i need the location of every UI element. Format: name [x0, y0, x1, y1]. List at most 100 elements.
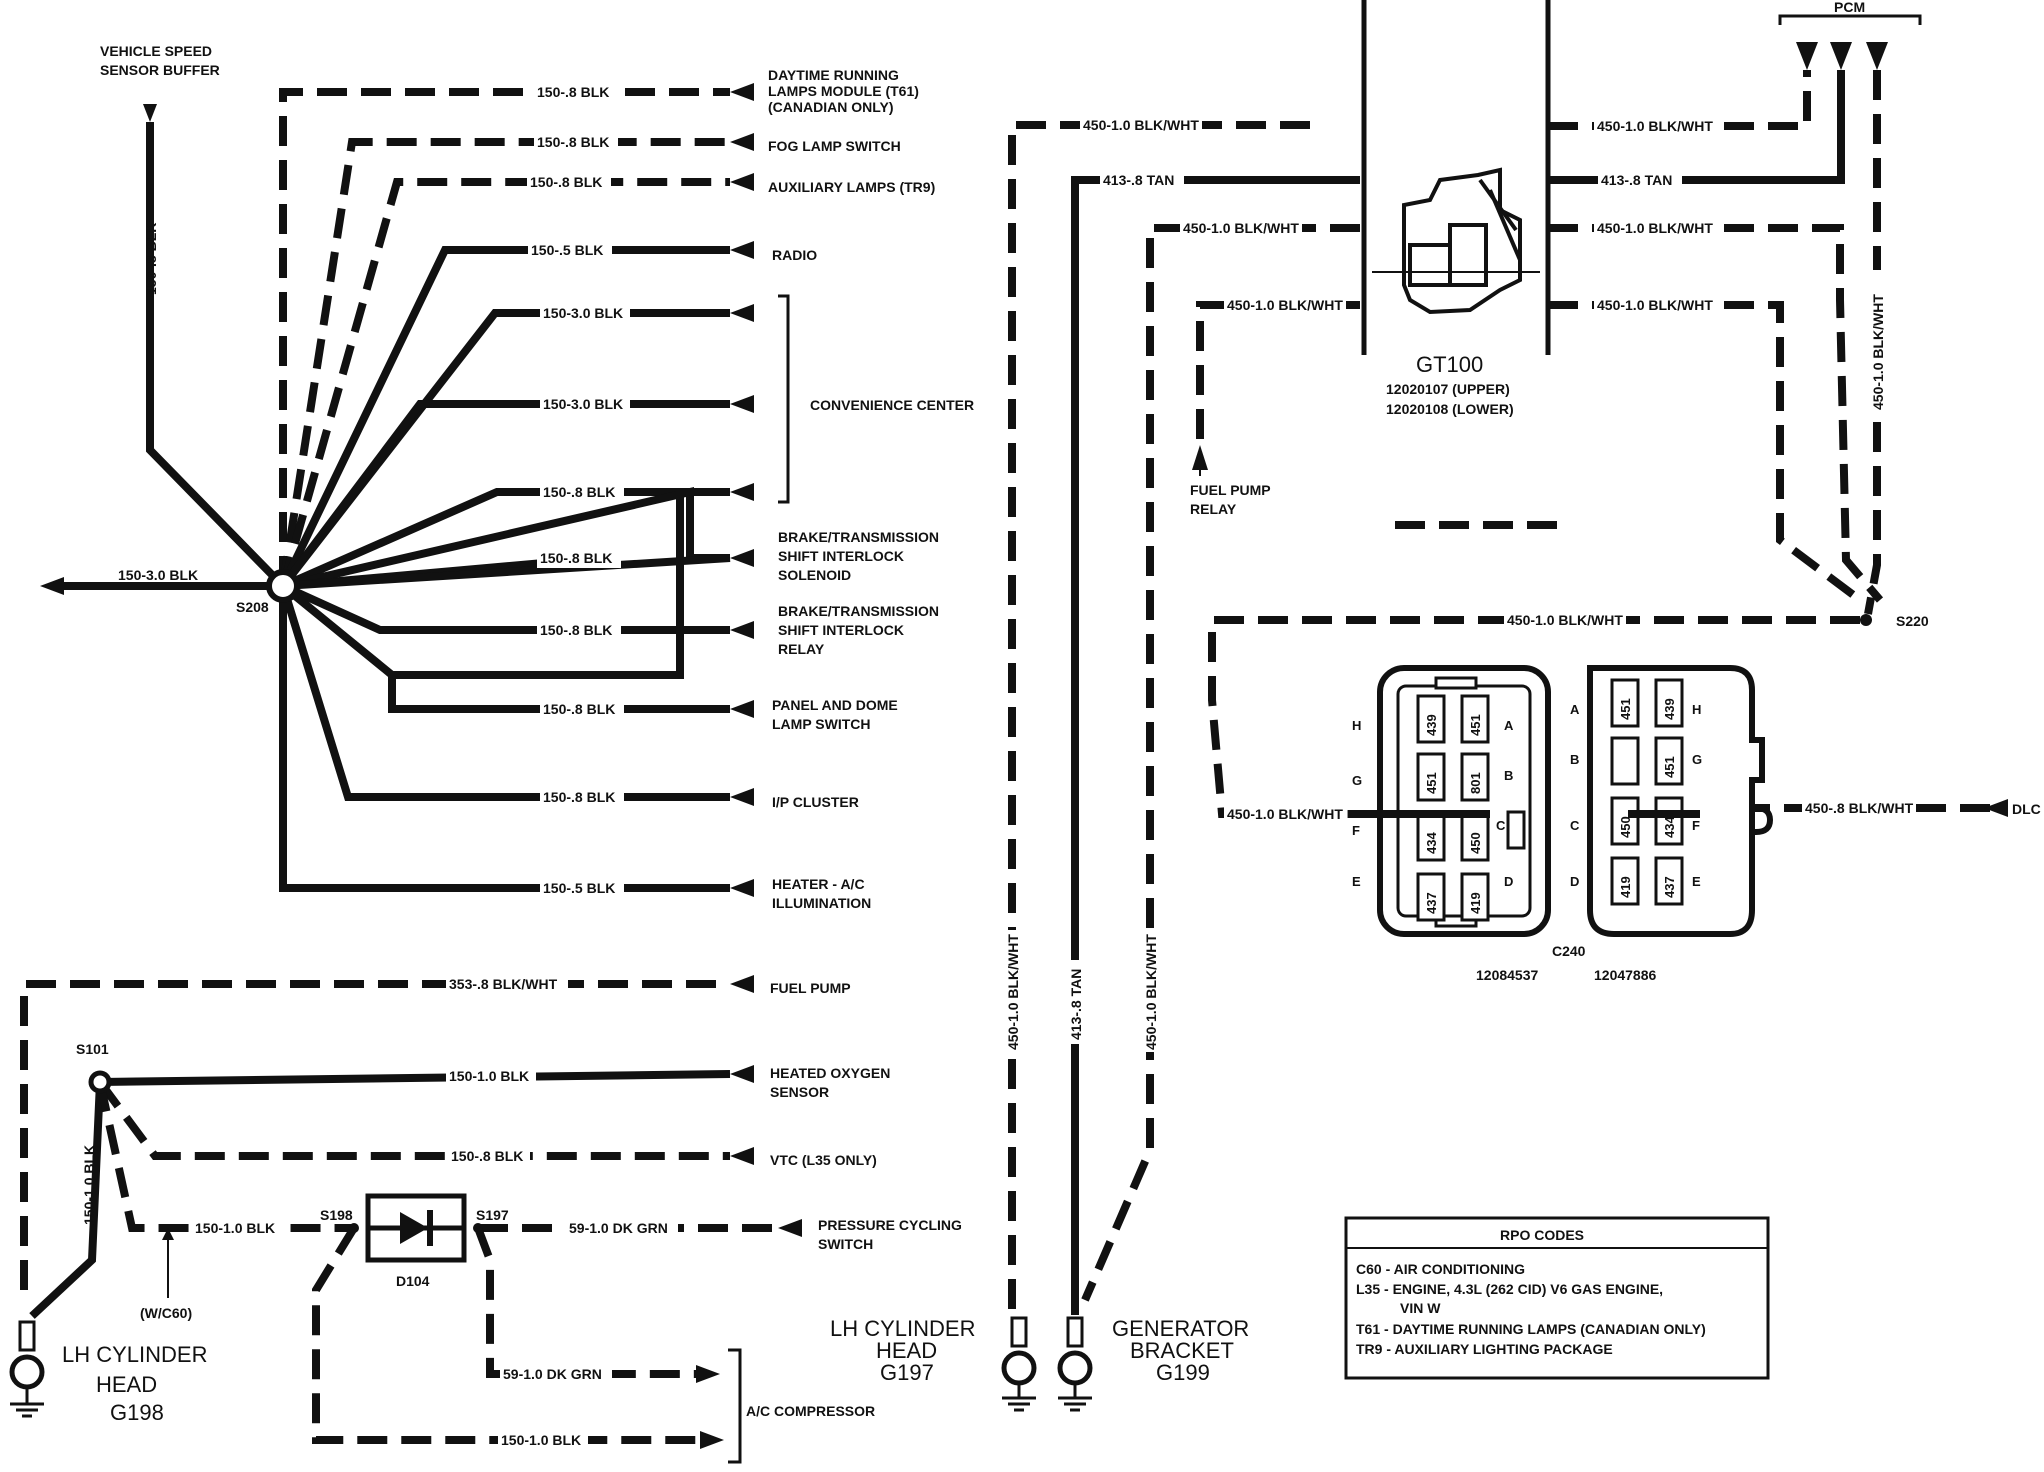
vert-450-a: 450-1.0 BLK/WHT — [1005, 934, 1021, 1050]
dest-panel-2: LAMP SWITCH — [772, 716, 871, 732]
fuel-pump-wire: 353-.8 BLK/WHT — [449, 976, 558, 992]
d104-label: D104 — [396, 1273, 430, 1289]
wire-r3: 450-1.0 BLK/WHT — [1597, 220, 1713, 236]
dest-sol-1: BRAKE/TRANSMISSION — [778, 529, 939, 545]
dest-drl-2: LAMPS MODULE (T61) — [768, 83, 919, 99]
gt100-label: GT100 — [1416, 352, 1483, 377]
main-out-wire-label: 150-3.0 BLK — [118, 567, 198, 583]
g198-ground-icon — [9, 1320, 45, 1418]
gt100-connector-icon — [1372, 167, 1540, 315]
pin-cavity — [1460, 694, 1490, 744]
rpo-line-0: C60 - AIR CONDITIONING — [1356, 1261, 1525, 1277]
dlc-wire: 450-.8 BLK/WHT — [1805, 800, 1914, 816]
s208-label: S208 — [236, 599, 269, 615]
pcm-arrow-3-icon — [1866, 42, 1888, 70]
circuit-11-wire: 150-.5 BLK — [543, 880, 615, 896]
pin-label: 434 — [1662, 816, 1677, 838]
dlc-arrow-icon — [1984, 799, 2008, 817]
pin-label: 451 — [1618, 698, 1633, 720]
rpo-line-3: T61 - DAYTIME RUNNING LAMPS (CANADIAN ON… — [1356, 1321, 1706, 1337]
pin-cavity — [1460, 752, 1490, 802]
pin-cavity — [1610, 856, 1640, 906]
left-row-e: E — [1352, 874, 1361, 889]
circuit-5-wire: 150-3.0 BLK — [543, 396, 623, 412]
right-row-b: B — [1570, 752, 1579, 767]
g199-ground-icon — [1057, 1316, 1093, 1412]
relay-label-2: RELAY — [1190, 501, 1237, 517]
dest-aux: AUXILIARY LAMPS (TR9) — [768, 179, 935, 195]
ho2s-label-1: HEATED OXYGEN — [770, 1065, 890, 1081]
left-col-c: C — [1496, 818, 1506, 833]
dest-sol-2: SHIFT INTERLOCK — [778, 548, 904, 564]
ac-wire-1: 59-1.0 DK GRN — [503, 1366, 602, 1382]
rpo-line-4: TR9 - AUXILIARY LIGHTING PACKAGE — [1356, 1341, 1613, 1357]
ac-wire-2: 150-1.0 BLK — [501, 1432, 581, 1448]
right-group: PCM 450-1.0 BLK/WHT 413-.8 TAN 450-1.0 B… — [1208, 0, 2041, 835]
s101-splice-icon — [88, 1070, 112, 1094]
pin-label: 450 — [1618, 816, 1633, 838]
pin-label: 451 — [1468, 714, 1483, 736]
dest-relay-3: RELAY — [778, 641, 825, 657]
c240-in-wire: 450-1.0 BLK/WHT — [1227, 806, 1343, 822]
pin-cavity — [1460, 872, 1490, 922]
s101-label: S101 — [76, 1041, 109, 1057]
rpo-codes-box: RPO CODES C60 - AIR CONDITIONING L35 - E… — [1344, 1216, 1770, 1380]
s220-wire: 450-1.0 BLK/WHT — [1507, 612, 1623, 628]
relay-label-1: FUEL PUMP — [1190, 482, 1271, 498]
g198-label-2: HEAD — [96, 1372, 157, 1397]
left-col-a: A — [1504, 718, 1514, 733]
vss-arrow-icon — [143, 104, 157, 122]
left-row-h: H — [1352, 718, 1361, 733]
pin-cavity — [1610, 796, 1640, 846]
left-row-f: F — [1352, 823, 1360, 838]
c240-right-pn: 12047886 — [1594, 967, 1657, 983]
c240-left-pn: 12084537 — [1476, 967, 1539, 983]
ho2s-label-2: SENSOR — [770, 1084, 829, 1100]
right-row-a: A — [1570, 702, 1580, 717]
circuit-4-wire: 150-3.0 BLK — [543, 305, 623, 321]
wire-r1: 450-1.0 BLK/WHT — [1597, 118, 1713, 134]
pcm-arrow-2-icon — [1830, 42, 1852, 70]
right-col-e: E — [1692, 874, 1701, 889]
diode-icon — [400, 1212, 428, 1244]
s208-group: VEHICLE SPEED SENSOR BUFFER 150-.8 BLK 1… — [40, 43, 974, 911]
circuit-6-wire: 150-.8 BLK — [543, 484, 615, 500]
circuit-9-wire: 150-.8 BLK — [543, 701, 615, 717]
pin-cavity — [1654, 736, 1684, 786]
gt100-group: GT100 12020107 (UPPER) 12020108 (LOWER) — [1361, 0, 1551, 417]
pin-label: 451 — [1424, 772, 1439, 794]
pin-cavity — [1416, 694, 1446, 744]
relay-arrow-icon — [1192, 445, 1208, 470]
right-col-g: G — [1692, 752, 1702, 767]
dest-heater-1: HEATER - A/C — [772, 876, 865, 892]
pin-label: 419 — [1618, 876, 1633, 898]
circuit-2-wire: 150-.8 BLK — [530, 174, 602, 190]
vtc-label: VTC (L35 ONLY) — [770, 1152, 877, 1168]
wire-r4: 450-1.0 BLK/WHT — [1597, 297, 1713, 313]
circuit-3-wire: 150-.5 BLK — [531, 242, 603, 258]
pin-label: 451 — [1662, 756, 1677, 778]
pcs-label-1: PRESSURE CYCLING — [818, 1217, 962, 1233]
dest-drl-3: (CANADIAN ONLY) — [768, 99, 893, 115]
dest-relay-2: SHIFT INTERLOCK — [778, 622, 904, 638]
vss-wire — [146, 122, 286, 589]
pin-cavity — [1654, 678, 1684, 728]
pin-label: 419 — [1468, 892, 1483, 914]
circuit-7-wire: 150-.8 BLK — [540, 550, 612, 566]
dest-heater-2: ILLUMINATION — [772, 895, 871, 911]
s220-label: S220 — [1896, 613, 1929, 629]
pcm-label: PCM — [1834, 0, 1865, 15]
g197-ground-icon — [1001, 1316, 1037, 1412]
vert-450-b: 450-1.0 BLK/WHT — [1143, 934, 1159, 1050]
s220-splice-icon — [1860, 614, 1872, 626]
pin-cavity — [1610, 736, 1640, 786]
vert-wire-pcm: 450-1.0 BLK/WHT — [1870, 294, 1886, 410]
pin-cavity — [1416, 752, 1446, 802]
rpo-line-1: L35 - ENGINE, 4.3L (262 CID) V6 GAS ENGI… — [1356, 1281, 1663, 1297]
vss-label-1: VEHICLE SPEED — [100, 43, 212, 59]
vss-wire-label: 150-.8 BLK — [143, 223, 159, 295]
g197-label-1: LH CYLINDER — [830, 1316, 975, 1341]
dest-radio: RADIO — [772, 247, 817, 263]
